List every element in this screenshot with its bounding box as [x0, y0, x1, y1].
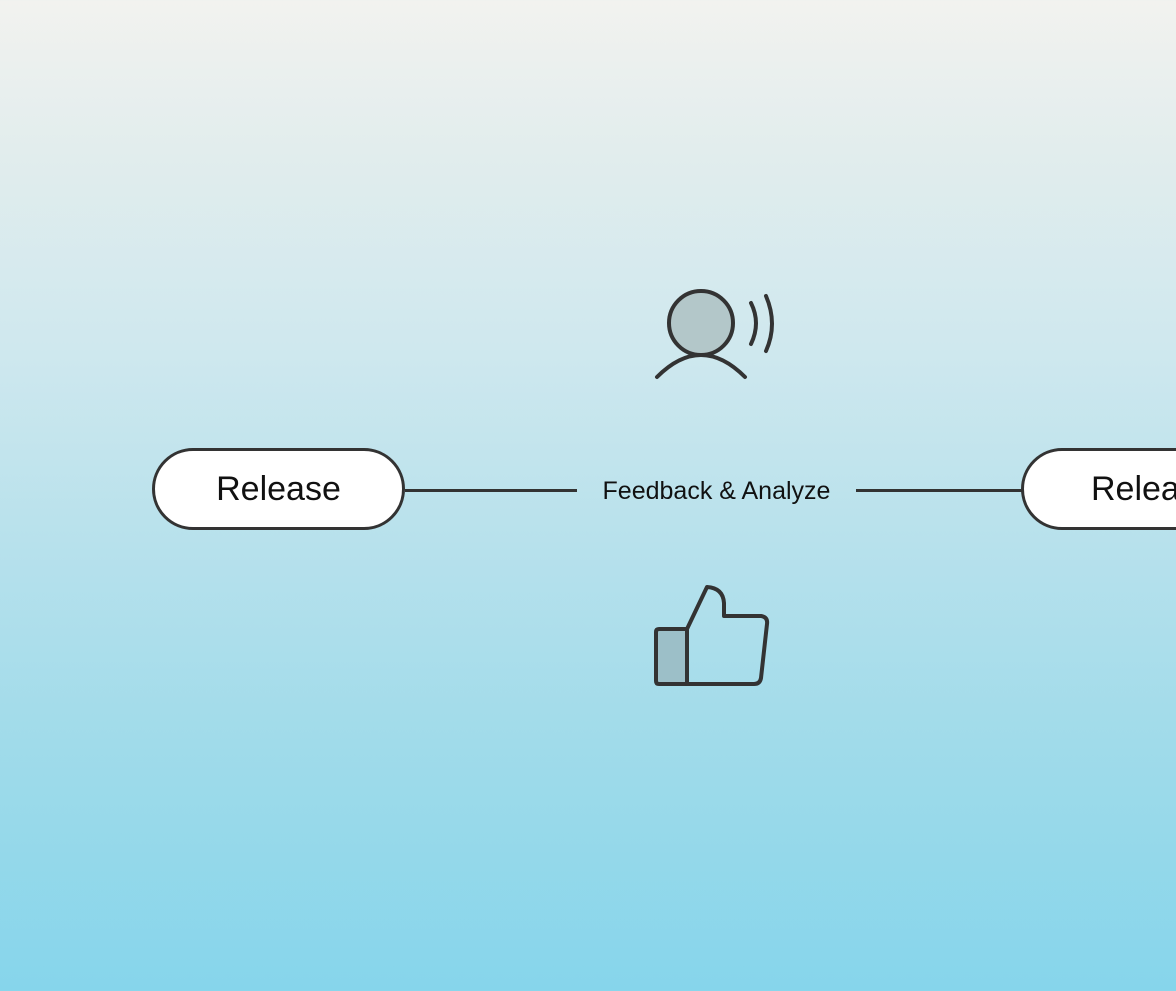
connector-line-right	[856, 489, 1023, 492]
release-stage-right: Release	[1021, 448, 1176, 530]
connector-line-left	[405, 489, 577, 492]
release-stage-left: Release	[152, 448, 405, 530]
release-stage-right-label: Release	[1091, 469, 1176, 508]
user-speaking-icon	[655, 289, 774, 379]
feedback-analyze-label: Feedback & Analyze	[602, 477, 831, 505]
release-stage-left-label: Release	[216, 469, 341, 508]
thumbs-up-icon	[654, 585, 770, 686]
